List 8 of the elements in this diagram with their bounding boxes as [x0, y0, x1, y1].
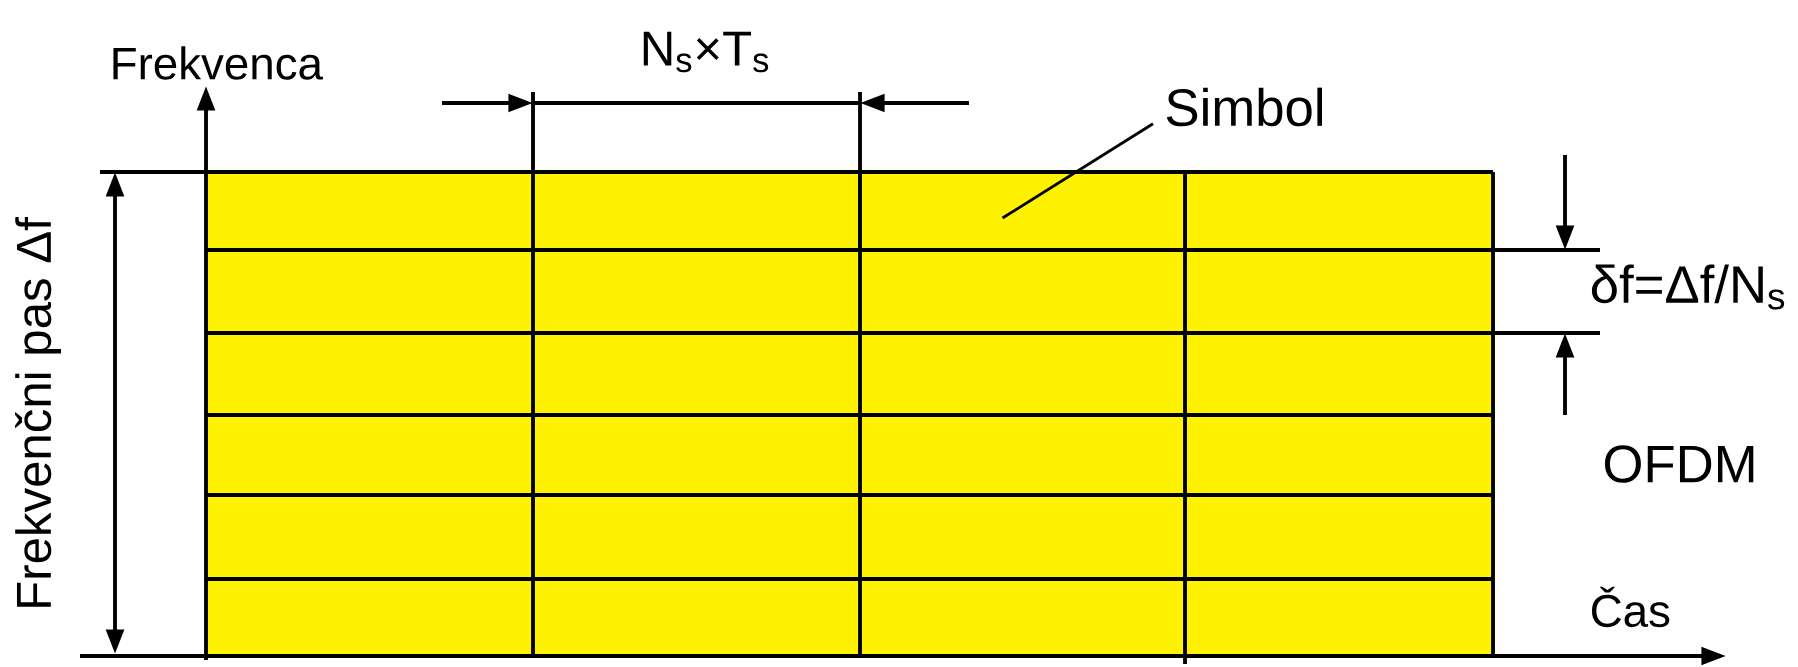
- axis-label: δf=Δf/N$_{s}$: [1591, 264, 1785, 310]
- axis-label: N$_{s}$×T$_{s}$: [643, 31, 769, 73]
- axis-label: Čas: [1592, 586, 1670, 628]
- leader-line: [1001, 122, 1154, 220]
- axis-label: Frekvenca: [113, 46, 323, 80]
- axis-label: OFDM: [1604, 445, 1754, 483]
- axis-label: Frekvenčni pas Δf: [15, 217, 61, 607]
- symbol-label: Simbol: [1166, 87, 1322, 127]
